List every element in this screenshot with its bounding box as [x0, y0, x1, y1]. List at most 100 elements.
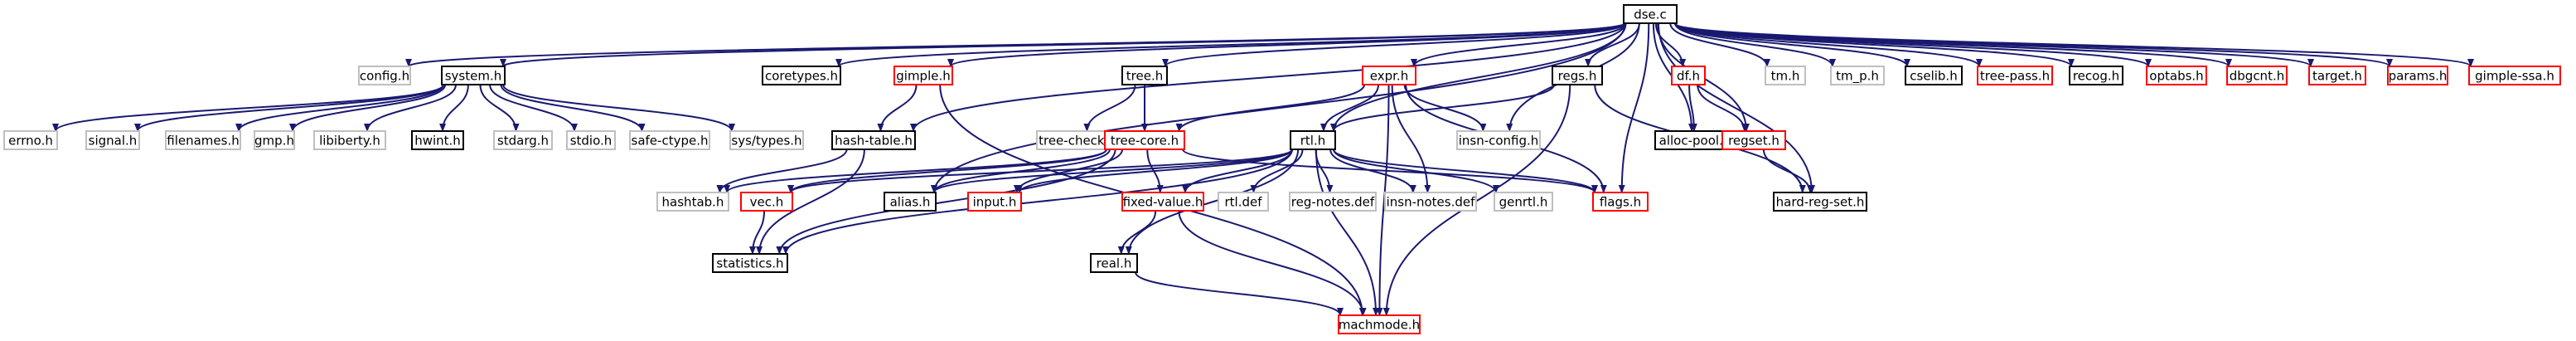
node-safectype-label: safe-ctype.h — [632, 134, 709, 149]
node-treepass[interactable]: tree-pass.h — [1977, 66, 2053, 85]
node-rtl[interactable]: rtl.h — [1290, 130, 1336, 150]
node-alias[interactable]: alias.h — [884, 192, 937, 212]
node-flags[interactable]: flags.h — [1592, 192, 1649, 212]
node-insnconfig[interactable]: insn-config.h — [1456, 130, 1541, 150]
node-stdarg[interactable]: stdarg.h — [493, 130, 553, 150]
node-regs[interactable]: regs.h — [1552, 66, 1603, 85]
node-gimple[interactable]: gimple.h — [893, 66, 953, 85]
node-target[interactable]: target.h — [2308, 66, 2366, 85]
node-hashtab[interactable]: hashtab.h — [656, 192, 729, 212]
node-genrtl[interactable]: genrtl.h — [1494, 192, 1553, 212]
edge-system-to-filenames — [235, 84, 444, 132]
node-system-box — [441, 66, 506, 85]
node-rtldef-box — [1218, 192, 1269, 212]
node-gmp[interactable]: gmp.h — [254, 130, 295, 150]
node-real-box — [1090, 253, 1138, 273]
node-allocpool-label: alloc-pool.h — [1659, 134, 1731, 149]
edge-gimple-to-hashtable — [877, 84, 918, 132]
node-filenames[interactable]: filenames.h — [165, 130, 241, 150]
node-recog-box — [2069, 66, 2123, 85]
node-regset-label: regset.h — [1728, 134, 1779, 149]
node-coretypes-label: coretypes.h — [765, 69, 838, 84]
node-cselib[interactable]: cselib.h — [1905, 66, 1963, 85]
node-gimplessa-box — [2468, 66, 2561, 85]
node-regnotes[interactable]: reg-notes.def — [1289, 192, 1377, 212]
edge-dse-to-gimple — [947, 22, 1626, 67]
edge-dse-to-tmh — [1669, 22, 1770, 67]
node-regset[interactable]: regset.h — [1721, 130, 1786, 150]
node-stdio-label: stdio.h — [570, 134, 613, 149]
edge-treecore-to-alias — [931, 149, 1111, 193]
node-tree[interactable]: tree.h — [1121, 66, 1168, 85]
node-alias-label: alias.h — [890, 195, 931, 210]
edge-dse-to-alias — [931, 22, 1626, 193]
node-rtl-box — [1290, 130, 1336, 150]
edge-dse-to-tree — [1162, 22, 1626, 67]
edge-system-to-hwint — [439, 84, 469, 132]
edge-df-to-allocpool — [1688, 84, 1697, 132]
node-treecore-box — [1104, 130, 1185, 150]
node-insnnotes-box — [1384, 192, 1477, 212]
node-libiberty[interactable]: libiberty.h — [313, 130, 386, 150]
node-config[interactable]: config.h — [358, 66, 411, 85]
edge-system-to-stdarg — [479, 84, 520, 132]
node-expr[interactable]: expr.h — [1362, 66, 1416, 85]
node-fixedvalue[interactable]: fixed-value.h — [1121, 192, 1204, 212]
node-dse-box — [1623, 4, 1678, 24]
node-signal-box — [85, 130, 140, 150]
edge-rtl-to-flags — [1333, 149, 1598, 193]
node-machmode[interactable]: machmode.h — [1338, 314, 1421, 334]
node-filenames-box — [165, 130, 241, 150]
node-vec[interactable]: vec.h — [740, 192, 793, 212]
node-hwint[interactable]: hwint.h — [411, 130, 464, 150]
edge-dse-to-hardregset — [1657, 22, 1816, 193]
node-insnnotes-label: insn-notes.def — [1387, 195, 1476, 210]
node-params[interactable]: params.h — [2387, 66, 2448, 85]
edge-rtl-to-vec — [787, 149, 1293, 193]
node-gmp-label: gmp.h — [254, 134, 294, 149]
edge-dse-to-coretypes — [835, 22, 1626, 67]
node-allocpool[interactable]: alloc-pool.h — [1654, 130, 1736, 150]
node-dbgcnt[interactable]: dbgcnt.h — [2226, 66, 2288, 85]
edge-rtl-to-input — [1016, 149, 1293, 193]
node-optabs[interactable]: optabs.h — [2146, 66, 2207, 85]
node-signal[interactable]: signal.h — [85, 130, 140, 150]
node-tmh-label: tm.h — [1771, 69, 1800, 84]
node-hardregset[interactable]: hard-reg-set.h — [1773, 192, 1867, 212]
node-hwint-label: hwint.h — [414, 134, 461, 149]
node-coretypes[interactable]: coretypes.h — [762, 66, 841, 85]
edge-expr-to-treecore — [1175, 84, 1365, 132]
node-gimplessa[interactable]: gimple-ssa.h — [2468, 66, 2561, 85]
node-tmp[interactable]: tm_p.h — [1830, 66, 1885, 85]
node-statistics[interactable]: statistics.h — [712, 253, 788, 273]
node-stdio[interactable]: stdio.h — [566, 130, 616, 150]
node-optabs-box — [2146, 66, 2207, 85]
node-safectype[interactable]: safe-ctype.h — [629, 130, 710, 150]
edge-expr-to-rtl — [1319, 84, 1380, 132]
node-real[interactable]: real.h — [1090, 253, 1138, 273]
node-insnnotes[interactable]: insn-notes.def — [1384, 192, 1477, 212]
node-treecheck[interactable]: tree-check.h — [1036, 130, 1119, 150]
node-config-label: config.h — [360, 69, 409, 84]
node-system[interactable]: system.h — [441, 66, 506, 85]
node-treecore[interactable]: tree-core.h — [1104, 130, 1185, 150]
node-systypes[interactable]: sys/types.h — [729, 130, 804, 150]
node-statistics-box — [712, 253, 788, 273]
node-regnotes-box — [1289, 192, 1377, 212]
node-flags-box — [1592, 192, 1649, 212]
node-system-label: system.h — [445, 69, 502, 84]
node-hashtable[interactable]: hash-table.h — [831, 130, 916, 150]
edge-regs-to-machmode — [1382, 84, 1571, 316]
node-recog[interactable]: recog.h — [2069, 66, 2123, 85]
node-rtldef[interactable]: rtl.def — [1218, 192, 1269, 212]
edge-dse-to-gimplessa — [1674, 22, 2474, 67]
node-dse[interactable]: dse.c — [1623, 4, 1678, 24]
edge-rtl-to-statistics — [782, 149, 1293, 255]
node-input[interactable]: input.h — [967, 192, 1022, 212]
edge-rtl-to-insnnotes — [1329, 149, 1416, 193]
node-df[interactable]: df.h — [1671, 66, 1706, 85]
node-tmh[interactable]: tm.h — [1765, 66, 1806, 85]
edge-system-to-stdio — [489, 84, 578, 132]
node-errno[interactable]: errno.h — [3, 130, 58, 150]
node-errno-box — [3, 130, 58, 150]
